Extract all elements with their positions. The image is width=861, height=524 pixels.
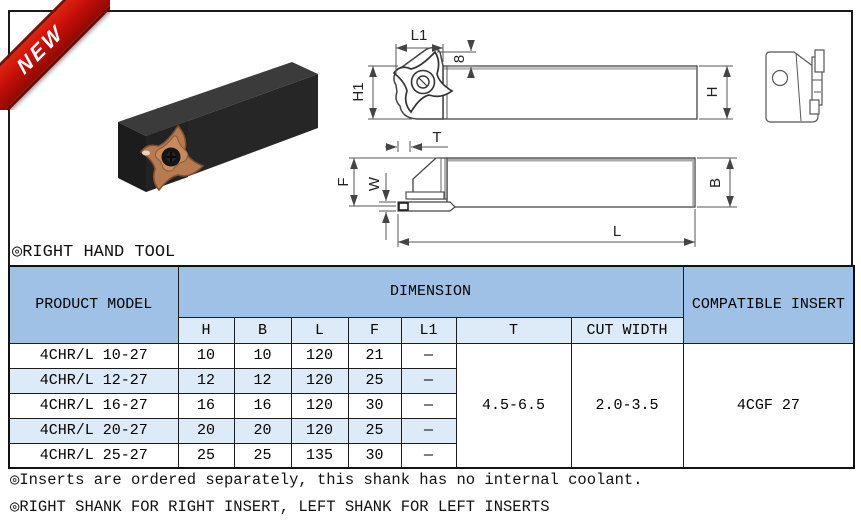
cell-model: 4CHR/L 10-27 [8,342,179,369]
cell-t-shared: 4.5-6.5 [455,342,572,469]
cell-l: 120 [290,342,349,369]
dim-label-f: F [335,177,352,186]
cell-l1: — [400,417,457,444]
cell-l: 120 [290,417,349,444]
table-row: 4CHR/L 16-27 16 16 120 30 — [8,392,854,419]
cell-h: 12 [177,367,235,394]
spec-table: PRODUCT MODEL DIMENSION COMPATIBLE INSER… [8,265,856,469]
product-photo [118,62,318,192]
cell-f: 25 [347,417,402,444]
col-header-cut-width: CUT WIDTH [570,316,684,344]
cell-f: 25 [347,367,402,394]
cell-f: 30 [347,392,402,419]
cell-l1: — [400,392,457,419]
cell-b: 16 [233,392,292,419]
dim-label-b: B [707,178,724,188]
new-ribbon-strip: NEW [0,0,110,110]
new-ribbon: NEW [0,0,110,110]
cell-h: 16 [177,392,235,419]
technical-drawing-top-view: T F W L B [335,129,737,247]
cell-f: 21 [347,342,402,369]
dim-label-h: H [704,87,721,98]
dim-label-l1: L1 [411,27,428,44]
drawing-frame [8,10,853,265]
cell-l: 120 [290,392,349,419]
col-header-l: L [290,316,349,344]
note-coolant: ◎Inserts are ordered separately, this sh… [10,471,643,489]
cell-l: 120 [290,367,349,394]
right-hand-tool-label: ◎RIGHT HAND TOOL [12,243,176,262]
cell-cut-width-shared: 2.0-3.5 [570,342,684,469]
dim-label-h1: H1 [350,82,367,101]
col-header-h: H [177,316,235,344]
cell-model: 4CHR/L 25-27 [8,442,179,469]
dim-label-t: T [432,129,441,146]
note-hand: ◎RIGHT SHANK FOR RIGHT INSERT, LEFT SHAN… [10,498,550,516]
table-row: 4CHR/L 10-27 10 10 120 21 — 4.5-6.5 2.0-… [8,342,855,469]
dim-label-8: 8 [451,55,468,63]
table-row: 4CHR/L 25-27 25 25 135 30 — [8,442,854,469]
cell-model: 4CHR/L 20-27 [8,417,179,444]
cell-b: 12 [233,367,292,394]
cell-l1: — [400,342,457,369]
cell-model: 4CHR/L 12-27 [8,367,179,394]
header-compatible-insert: COMPATIBLE INSERT [682,265,855,344]
cell-l1: — [400,367,457,394]
header-dimension: DIMENSION [177,265,684,318]
cell-b: 10 [233,342,292,369]
technical-drawing-side-view: L1 8 H1 H [350,27,733,120]
cell-h: 25 [177,442,235,469]
cell-b: 25 [233,442,292,469]
dim-label-l: L [613,223,621,240]
cell-b: 20 [233,417,292,444]
col-header-t: T [455,316,572,344]
cell-h: 10 [177,342,235,369]
dim-label-w: W [366,176,383,191]
header-product-model: PRODUCT MODEL [8,265,179,344]
col-header-l1: L1 [400,316,457,344]
col-header-b: B [233,316,292,344]
cell-compatible-insert-shared: 4CGF 27 [682,342,855,469]
cell-model: 4CHR/L 16-27 [8,392,179,419]
cell-h: 20 [177,417,235,444]
cell-l1: — [400,442,457,469]
technical-drawings: L1 8 H1 H [335,27,825,247]
cell-l: 135 [290,442,349,469]
technical-drawing-end-view [765,49,825,123]
cell-f: 30 [347,442,402,469]
col-header-f: F [347,316,402,344]
footer-notes: ◎Inserts are ordered separately, this sh… [10,470,643,524]
new-ribbon-label: NEW [12,20,69,80]
